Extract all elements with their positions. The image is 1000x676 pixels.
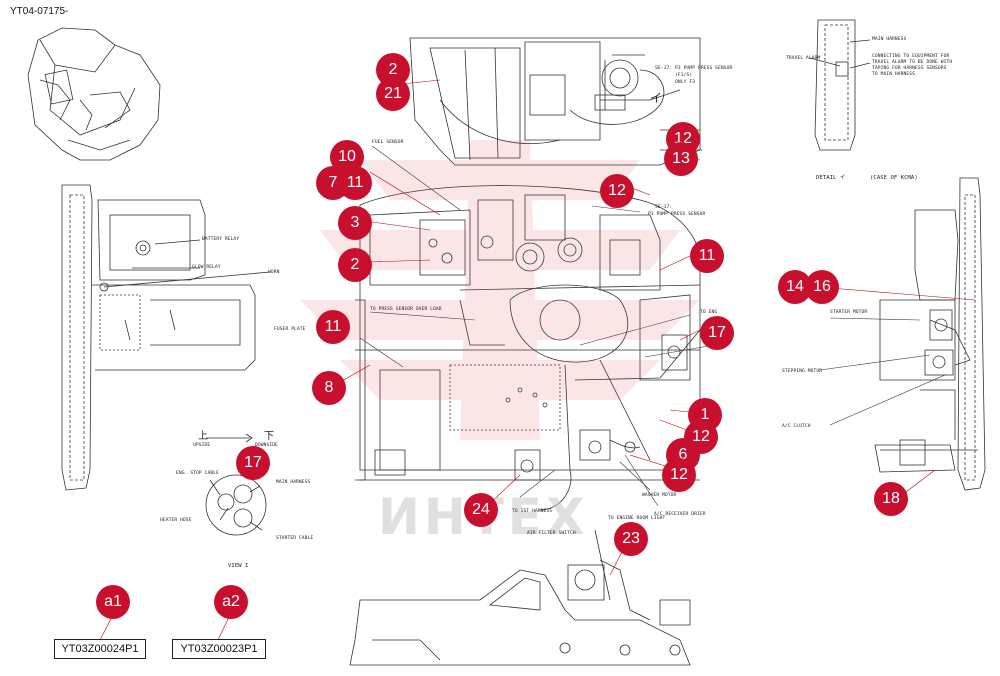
view-i-connector [205,433,267,536]
callout-bubble[interactable]: 18 [874,482,908,516]
label-stepping-motor: STEPPING MOTOR [782,369,823,374]
label-detail-note-3: TAPING FOR HARNESS SENSORS [872,66,947,71]
callout-bubble[interactable]: 17 [236,446,270,480]
label-to-press-sensor: TO PRESS SENSOR OVER LOAD [370,307,442,312]
leader-lines [359,145,946,507]
right-side-view [874,177,986,491]
label-i-mark: イ [650,91,663,105]
label-main-harness-detail: MAIN HARNESS [872,37,907,42]
callout-bubble[interactable]: 11 [316,310,350,344]
callout-bubble[interactable]: 12 [662,458,696,492]
label-view-title: VIEW I [228,563,249,569]
callout-bubble[interactable]: a1 [96,585,130,619]
label-starter-cable: STARTER CABLE [276,536,314,541]
callout-bubble[interactable]: 24 [464,493,498,527]
label-glow-relay: GLOW RELAY [192,265,221,270]
callout-bubble[interactable]: a2 [214,585,248,619]
label-starter-motor: STARTER MOTOR [830,310,868,315]
main-top-view [355,185,701,511]
label-detail-case: (CASE OF KCMA) [870,175,918,181]
label-detail-note-2: TRAVEL ALARM TO BE DONE WITH [872,60,953,65]
label-downside-jp: 下 [264,431,275,442]
label-washer-motor: WASHER MOTOR [642,493,677,498]
label-pump-sensor-top: SE-17: P3 PUMP PRESS SENSOR [655,66,733,71]
callout-bubble[interactable]: 14 [778,270,812,304]
callout-bubble[interactable]: 3 [338,206,372,240]
label-downside: DOWNSIDE [255,443,278,448]
label-pump-sensor-mid-2: P3 PUMP PRESS SENSOR [648,212,706,217]
label-upside: UPSIDE [193,443,211,448]
callout-bubble[interactable]: 2 [338,248,372,282]
label-travel-alarm: TRAVEL ALARM [786,56,821,61]
label-pump-sensor-top-2: (F1/S) [675,73,693,78]
callout-bubble[interactable]: 11 [338,166,372,200]
callout-bubble[interactable]: 21 [376,77,410,111]
document-id: YT04-07175- [10,6,69,17]
label-to-1st-harness: TO 1ST HARNESS [512,509,553,514]
label-ac-receiver-drier: A/C RECEIVER DRIER [654,512,706,517]
label-horn: HORN [268,270,280,275]
callout-bubble[interactable]: 17 [700,316,734,350]
label-ac-clutch: A/C CLUTCH [782,424,811,429]
machine-overview-sketch [27,27,161,161]
callout-bubble[interactable]: 13 [664,142,698,176]
label-main-harness: MAIN HARNESS [276,480,311,485]
left-side-view [61,184,271,491]
label-fuser-plate: FUSER PLATE [274,327,306,332]
label-to-eng: TO ENG [700,310,718,315]
callout-bubble[interactable]: 8 [312,371,346,405]
label-to-engine-room-light: TO ENGINE ROOM LIGHT [608,516,666,521]
detail-view [809,19,871,151]
label-air-filter-switch: AIR FILTER SWITCH [527,531,576,536]
label-heater-hose: HEATER HOSE [160,518,192,523]
callout-bubble[interactable]: 11 [690,239,724,273]
bottom-side-view [349,529,691,666]
callout-leaders [99,79,976,641]
part-number-box-a2: YT03Z00023P1 [172,639,266,659]
label-upside-jp: 上 [198,431,209,442]
callout-bubble[interactable]: 12 [600,174,634,208]
label-battery-relay: BATTERY RELAY [202,237,240,242]
label-detail-note-4: TO MAIN HARNESS [872,72,915,77]
label-pump-sensor-top-3: ONLY F3 [675,80,696,85]
label-fuel-sensor: FUEL SENSOR [372,140,404,145]
label-detail-note-1: CONNECTING TO EQUIPMENT FOR [872,54,950,59]
callout-bubble[interactable]: 16 [805,270,839,304]
label-eng-stop-cable: ENG. STOP CABLE [176,471,219,476]
callout-bubble[interactable]: 23 [614,522,648,556]
label-pump-sensor-mid: SE-17: [655,205,673,210]
top-engine-bay [409,37,702,166]
part-number-box-a1: YT03Z00024P1 [54,639,146,659]
label-detail-title: DETAIL イ [816,175,846,181]
